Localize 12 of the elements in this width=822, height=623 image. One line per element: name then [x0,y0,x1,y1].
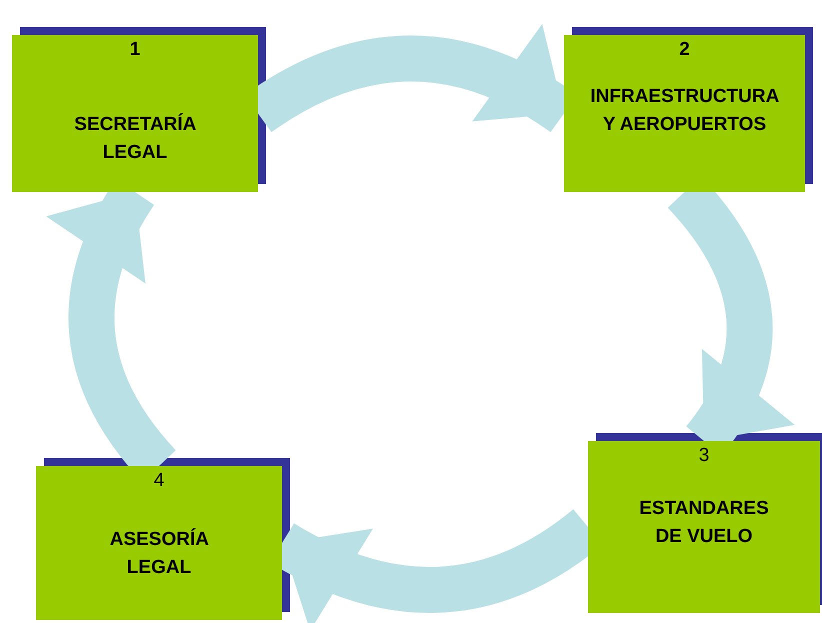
step-number: 3 [698,445,710,467]
step-number: 1 [130,39,140,61]
step-number: 4 [154,470,164,492]
step-number: 2 [679,39,690,61]
step-title: ASESORÍA LEGAL [110,527,208,580]
process-box [12,35,258,192]
process-box [36,466,282,620]
step-title: SECRETARÍA LEGAL [74,112,196,165]
process-box [588,441,820,613]
step-title: ESTANDARES DE VUELO [639,497,769,549]
step-title: INFRAESTRUCTURA Y AEROPUERTOS [590,85,779,137]
process-box [564,35,805,192]
